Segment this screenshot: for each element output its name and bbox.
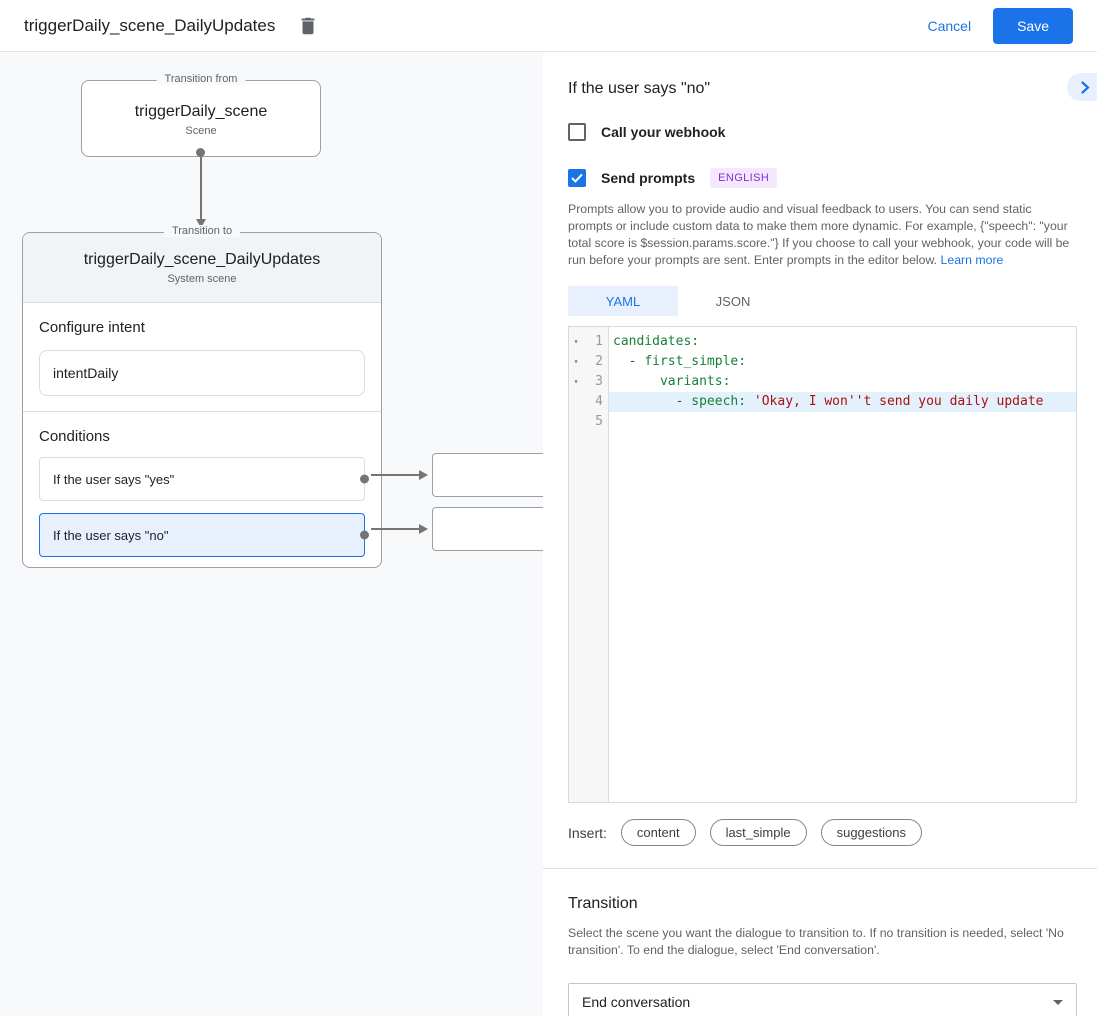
conditions-label: Conditions <box>39 428 110 445</box>
webhook-checkbox-row: Call your webhook <box>568 123 1077 141</box>
prompts-checkbox[interactable] <box>568 169 586 187</box>
learn-more-link[interactable]: Learn more <box>940 253 1004 267</box>
yaml-plain: - <box>613 354 645 369</box>
page-title: triggerDaily_scene_DailyUpdates <box>24 15 276 35</box>
insert-label: Insert: <box>568 824 607 841</box>
editor-tabs: YAML JSON <box>568 286 1077 316</box>
connector-dot <box>360 530 369 540</box>
arrow-right-icon <box>419 470 428 480</box>
yaml-string: 'Okay, I won''t send you daily update <box>753 394 1044 409</box>
prompts-description: Prompts allow you to provide audio and v… <box>568 201 1077 269</box>
editor-code-area[interactable]: candidates: - first_simple: variants: - … <box>609 327 1076 802</box>
yaml-plain: - <box>613 394 692 409</box>
conditions-section: Conditions If the user says "yes" If the… <box>23 412 381 573</box>
transition-from-box[interactable]: Transition from triggerDaily_scene Scene <box>81 73 321 157</box>
yaml-key: speech: <box>691 394 754 409</box>
configure-intent-section: Configure intent intentDaily <box>23 303 381 412</box>
condition-edit-panel: If the user says "no" Call your webhook … <box>543 52 1097 1016</box>
configure-intent-label: Configure intent <box>39 319 145 336</box>
connector-dot <box>360 474 369 484</box>
insert-chip-content[interactable]: content <box>620 819 696 846</box>
dropdown-caret-icon <box>1053 999 1063 1005</box>
gutter-row: ▾ 2 <box>569 352 608 372</box>
transition-select[interactable]: End conversation <box>568 983 1077 1016</box>
line-number: 5 <box>595 414 603 429</box>
condition-label: If the user says "yes" <box>53 471 175 487</box>
condition-item-yes[interactable]: If the user says "yes" <box>39 457 369 501</box>
to-scene-type: System scene <box>167 273 237 285</box>
from-scene-name: triggerDaily_scene <box>134 103 268 120</box>
panel-title: If the user says "no" <box>568 80 711 97</box>
condition-label: If the user says "no" <box>53 527 169 543</box>
connector-line <box>371 528 421 530</box>
webhook-label: Call your webhook <box>601 124 726 140</box>
arrow-right-icon <box>419 524 428 534</box>
checkmark-icon <box>571 173 583 183</box>
yaml-code-editor[interactable]: ▾ 1 ▾ 2 ▾ 3 4 5 <box>568 326 1077 803</box>
insert-chip-suggestions[interactable]: suggestions <box>820 819 922 846</box>
condition-target-box[interactable] <box>432 453 543 497</box>
prompts-description-text: Prompts allow you to provide audio and v… <box>568 202 1070 267</box>
arrow-down-icon <box>196 219 206 228</box>
section-divider <box>543 868 1097 869</box>
collapse-panel-button[interactable] <box>1067 73 1097 101</box>
code-line: candidates: <box>609 332 1076 352</box>
intent-item[interactable]: intentDaily <box>39 350 365 396</box>
from-scene-type: Scene <box>185 125 217 137</box>
prompts-label: Send prompts <box>601 170 696 186</box>
scene-flow-canvas: Transition from triggerDaily_scene Scene… <box>0 52 543 1016</box>
tab-json[interactable]: JSON <box>715 293 751 309</box>
gutter-row: 5 <box>569 412 608 432</box>
tab-yaml[interactable]: YAML <box>568 286 678 316</box>
transition-to-card: Transition to triggerDaily_scene_DailyUp… <box>22 225 382 568</box>
yaml-key: variants: <box>659 374 731 389</box>
main-content: Transition from triggerDaily_scene Scene… <box>0 52 1097 1016</box>
header-bar: triggerDaily_scene_DailyUpdates Cancel S… <box>0 0 1097 52</box>
line-number: 4 <box>595 394 603 409</box>
yaml-key: first_simple: <box>644 354 747 369</box>
transition-description: Select the scene you want the dialogue t… <box>568 926 1064 957</box>
insert-row: Insert: content last_simple suggestions <box>568 819 1077 846</box>
prompts-checkbox-row: Send prompts ENGLISH <box>568 168 1077 188</box>
insert-chip-last-simple[interactable]: last_simple <box>709 819 807 846</box>
code-line: variants: <box>609 372 1076 392</box>
chevron-right-icon <box>1080 80 1090 94</box>
header-actions: Cancel Save <box>927 7 1073 44</box>
fold-arrow-icon[interactable]: ▾ <box>573 337 579 346</box>
trash-icon <box>297 15 319 37</box>
cancel-button[interactable]: Cancel <box>927 17 972 34</box>
delete-button[interactable] <box>297 15 319 37</box>
code-line: - first_simple: <box>609 352 1076 372</box>
connector-line <box>371 474 421 476</box>
editor-gutter: ▾ 1 ▾ 2 ▾ 3 4 5 <box>569 327 609 802</box>
condition-target-box[interactable] <box>432 507 543 551</box>
line-number: 3 <box>595 374 603 389</box>
fold-arrow-icon[interactable]: ▾ <box>573 357 579 366</box>
code-line-active: - speech: 'Okay, I won''t send you daily… <box>609 392 1076 412</box>
yaml-key: candidates: <box>613 334 700 349</box>
to-scene-name: triggerDaily_scene_DailyUpdates <box>83 251 321 268</box>
line-number: 1 <box>595 334 603 349</box>
to-scene-header: triggerDaily_scene_DailyUpdates System s… <box>23 233 381 303</box>
fold-arrow-icon[interactable]: ▾ <box>573 377 579 386</box>
transition-title: Transition <box>568 895 638 912</box>
transition-select-value: End conversation <box>582 994 691 1010</box>
save-button[interactable]: Save <box>993 7 1073 44</box>
transition-from-legend: Transition from <box>156 73 246 85</box>
connector-dot <box>196 148 205 157</box>
language-badge: ENGLISH <box>710 168 778 188</box>
line-number: 2 <box>595 354 603 369</box>
code-line <box>609 412 1076 432</box>
gutter-row: 4 <box>569 392 608 412</box>
transition-to-legend: Transition to <box>163 225 241 237</box>
webhook-checkbox[interactable] <box>568 123 586 141</box>
yaml-plain <box>613 374 660 389</box>
condition-item-no[interactable]: If the user says "no" <box>39 513 369 557</box>
connector-line <box>200 157 202 221</box>
gutter-row: ▾ 3 <box>569 372 608 392</box>
gutter-row: ▾ 1 <box>569 332 608 352</box>
